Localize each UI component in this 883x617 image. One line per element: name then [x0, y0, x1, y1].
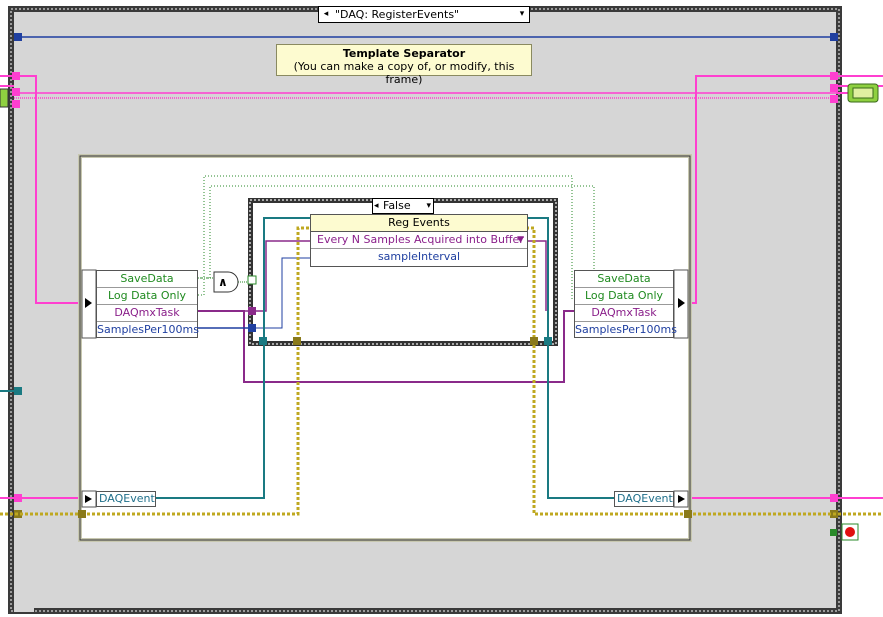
right-cluster-savedata[interactable]: SaveData: [575, 271, 673, 288]
olive-error-wire-left: [82, 226, 312, 516]
right-tunnel-3: [830, 95, 838, 103]
reg-events-input[interactable]: sampleInterval: [311, 249, 527, 266]
teal-event-wire-right: [526, 217, 614, 499]
right-cluster-arrow: [678, 298, 685, 308]
teal-event-wire-left: [156, 217, 312, 499]
right-cluster-daqmxtask[interactable]: DAQmxTask: [575, 305, 673, 322]
olive-tunnel-left: [293, 337, 301, 345]
right-cluster-log-data-only[interactable]: Log Data Only: [575, 288, 673, 305]
case-selector[interactable]: ◂ "DAQ: RegisterEvents" ▾: [318, 6, 530, 23]
left-tunnel-olive: [14, 510, 22, 518]
left-cluster-daqmxtask[interactable]: DAQmxTask: [97, 305, 197, 322]
reg-events-title: Reg Events: [311, 215, 527, 232]
blue-tunnel-left: [248, 324, 256, 332]
event-structure-inner-line: [79, 155, 691, 541]
template-note-title: Template Separator: [342, 47, 466, 60]
right-tunnel-2: [830, 84, 838, 92]
teal-tunnel-left: [259, 337, 267, 345]
inner-case-dropdown-icon[interactable]: ▾: [426, 201, 431, 211]
sequence-right-marker: [830, 33, 838, 41]
olive-tunnel-right: [530, 337, 538, 345]
inner-case-selector[interactable]: ◂ False ▾: [372, 198, 434, 214]
reg-events-event-type[interactable]: Every N Samples Acquired into Buffer ▼: [311, 232, 527, 249]
olive-tunnel-evt-left: [78, 510, 86, 518]
left-unbundle-cluster[interactable]: SaveData Log Data Only DAQmxTask Samples…: [96, 270, 199, 338]
right-tunnel-1: [830, 72, 838, 80]
event-type-dropdown-icon[interactable]: ▼: [517, 235, 524, 245]
left-cluster-samplesper100ms[interactable]: SamplesPer100ms: [97, 323, 199, 336]
left-tunnel-teal: [14, 387, 22, 395]
right-bundle-cluster[interactable]: SaveData Log Data Only DAQmxTask Samples…: [574, 270, 677, 338]
purple-tunnel-left: [248, 307, 256, 315]
teal-tunnel-right: [544, 337, 552, 345]
stop-button-dot: [845, 527, 855, 537]
case-selector-value: "DAQ: RegisterEvents": [335, 8, 460, 21]
right-event-arrow: [678, 495, 685, 503]
bottom-left-marker: [14, 604, 34, 612]
cluster-output-icon-inner: [852, 87, 874, 99]
inner-case-value: False: [383, 199, 411, 212]
purple-task-wire: [198, 310, 576, 383]
left-tunnel-3: [12, 100, 20, 108]
left-error-icon[interactable]: [0, 88, 9, 108]
case-prev-arrow-icon[interactable]: ◂: [323, 9, 329, 19]
inner-case-prev-icon[interactable]: ◂: [374, 201, 379, 211]
left-tunnel-1: [12, 72, 20, 80]
green-dotted-loop-2: [198, 175, 573, 300]
template-note-subtitle: (You can make a copy of, or modify, this…: [293, 60, 515, 86]
sequence-left-marker: [14, 33, 22, 41]
and-output-tunnel: [247, 275, 257, 285]
left-cluster-log-data-only[interactable]: Log Data Only: [97, 288, 197, 305]
daq-event-right-label[interactable]: DAQEvent: [614, 491, 674, 507]
daq-event-left-label[interactable]: DAQEvent: [96, 491, 156, 507]
template-separator-note: Template Separator (You can make a copy …: [276, 44, 532, 86]
olive-error-wire-right: [526, 226, 688, 516]
reg-events-event-type-label: Every N Samples Acquired into Buffer: [317, 233, 524, 246]
right-tunnel-green: [830, 529, 837, 536]
reg-events-node[interactable]: Reg Events Every N Samples Acquired into…: [310, 214, 528, 267]
and-node-shape: [213, 271, 239, 293]
left-tunnel-2: [12, 88, 20, 96]
reg-events-input-label: sampleInterval: [377, 250, 461, 263]
olive-tunnel-evt-right: [684, 510, 692, 518]
left-cluster-arrow: [85, 298, 92, 308]
right-cluster-samplesper100ms[interactable]: SamplesPer100ms: [575, 323, 677, 336]
case-dropdown-arrow-icon[interactable]: ▾: [519, 9, 525, 19]
and-node-label[interactable]: ∧: [218, 275, 228, 289]
left-event-arrow: [85, 495, 92, 503]
left-cluster-savedata[interactable]: SaveData: [97, 271, 197, 288]
